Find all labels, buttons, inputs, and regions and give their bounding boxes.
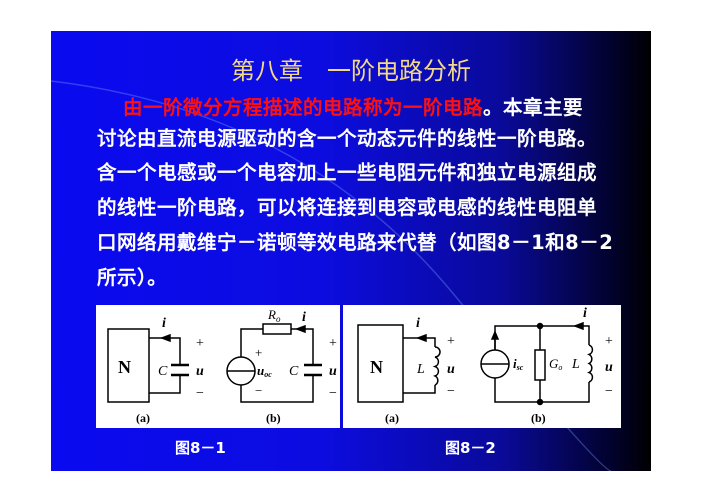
figure-8-2: N i L + u − (a) isc Go L i + u − (b): [343, 305, 621, 428]
subfig-label-a: (a): [385, 411, 399, 425]
body-line-5: 口网络用戴维宁－诺顿等效电路来代替（如图8－1和8－2: [97, 231, 614, 254]
minus-sign: −: [329, 386, 337, 401]
plus-sign: +: [329, 336, 337, 351]
body-line-1: 由一阶微分方程描述的电路称为一阶电路。本章主要: [123, 91, 583, 120]
network-n-label: N: [118, 357, 131, 377]
capacitor-label: C: [158, 364, 168, 379]
source-minus: −: [255, 383, 262, 398]
svg-text:Go: Go: [549, 356, 562, 372]
subfig-label-a: (a): [136, 411, 150, 425]
slide: 第八章 一阶电路分析 由一阶微分方程描述的电路称为一阶电路。本章主要 讨论由直流…: [51, 31, 651, 471]
minus-sign: −: [196, 386, 204, 401]
highlight-definition: 由一阶微分方程描述的电路称为一阶电路: [123, 96, 484, 119]
plus-sign: +: [196, 336, 204, 351]
label-subscript: o: [558, 363, 562, 372]
label-subscript: o: [276, 314, 281, 324]
figure-8-1-caption: 图8－1: [175, 439, 226, 457]
slide-title: 第八章 一阶电路分析: [231, 57, 471, 85]
label-subscript: oc: [264, 370, 272, 379]
conductance-label: G: [549, 356, 559, 371]
inductor-label: L: [416, 362, 425, 377]
voltage-label: u: [605, 360, 613, 375]
body-line-6: 所示）。: [97, 266, 168, 289]
open-circuit-voltage-label: u: [257, 363, 264, 378]
inductor-label: L: [571, 357, 580, 372]
resistor-label: R: [267, 307, 276, 322]
minus-sign: −: [605, 384, 613, 399]
source-plus: +: [255, 345, 262, 360]
current-label: i: [416, 316, 420, 331]
body-line-3: 含一个电感或一个电容加上一些电阻元件和独立电源组成: [97, 161, 598, 184]
svg-text:Ro: Ro: [267, 307, 281, 324]
body-text: 。本章主要: [483, 96, 584, 119]
current-label: i: [162, 316, 166, 331]
body-line-2: 讨论由直流电源驱动的含一个动态元件的线性一阶电路。: [97, 127, 598, 150]
plus-sign: +: [447, 334, 455, 349]
current-label: i: [302, 310, 306, 325]
subfig-label-b: (b): [531, 411, 546, 425]
minus-sign: −: [447, 384, 455, 399]
subfig-label-b: (b): [266, 411, 281, 425]
label-subscript: sc: [516, 363, 524, 372]
svg-text:uoc: uoc: [257, 363, 272, 379]
voltage-label: u: [329, 364, 337, 379]
voltage-label: u: [447, 362, 455, 377]
capacitor-label: C: [289, 364, 299, 379]
network-n-label: N: [370, 357, 383, 377]
svg-text:isc: isc: [513, 356, 524, 372]
current-label: i: [583, 306, 587, 321]
voltage-label: u: [196, 364, 204, 379]
figure-8-2-caption: 图8－2: [445, 439, 496, 457]
figure-8-1: N i C + u − (a) Ro i + uoc − C + u − (b): [96, 305, 340, 428]
decorative-curve: [51, 80, 612, 471]
body-line-4: 的线性一阶电路，可以将连接到电容或电感的线性电阻单: [97, 196, 598, 219]
short-circuit-current-label: i: [513, 356, 517, 371]
plus-sign: +: [605, 334, 613, 349]
